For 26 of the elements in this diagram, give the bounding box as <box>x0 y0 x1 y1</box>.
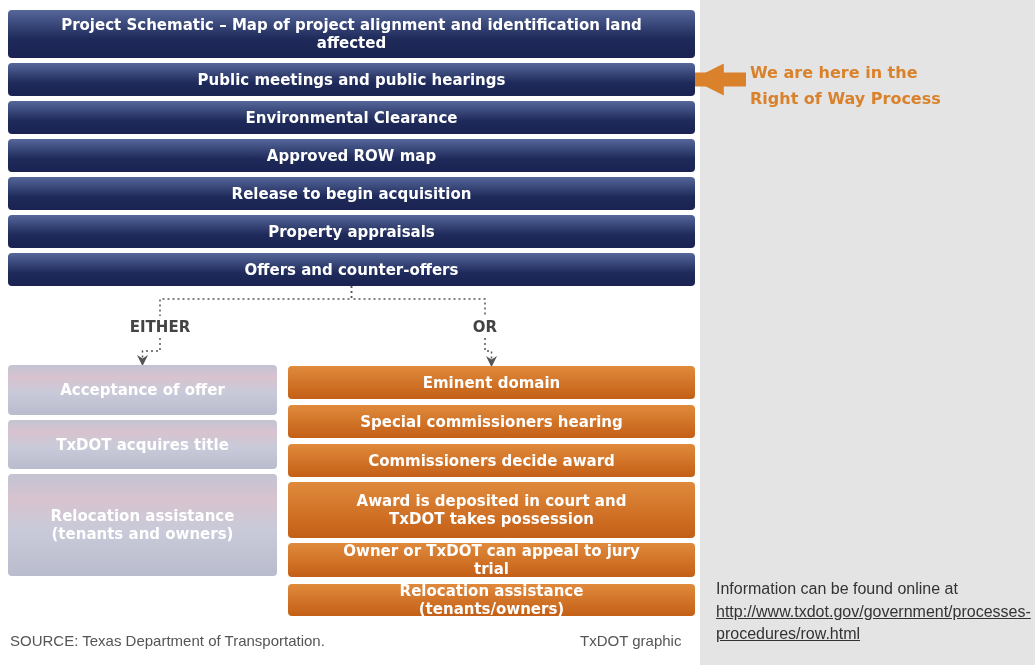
process-bar: Eminent domain <box>288 366 695 399</box>
process-bar: Approved ROW map <box>8 139 695 172</box>
process-bar: Award is deposited in court and TxDOT takes possession <box>288 482 695 538</box>
url-link: http://www.txdot.gov/government/processes-procedures/row.html <box>716 602 1031 645</box>
callout-text: We are here in the Right of Way Process <box>750 60 970 112</box>
process-bar: Project Schematic – Map of project alignment and identification land affected <box>8 10 695 58</box>
process-bar: Property appraisals <box>8 215 695 248</box>
process-bar: Relocation assistance (tenants/owners) <box>288 584 695 616</box>
process-bar: Commissioners decide award <box>288 444 695 477</box>
process-bar: TxDOT acquires title <box>8 420 277 469</box>
source-note: SOURCE: Texas Department of Transportation. <box>10 632 325 649</box>
process-bar: Environmental Clearance <box>8 101 695 134</box>
arrow <box>137 337 161 367</box>
process-bar: Special commissioners hearing <box>288 405 695 438</box>
process-bar: Acceptance of offer <box>8 365 277 415</box>
process-bar: Release to begin acquisition <box>8 177 695 210</box>
process-bar: Relocation assistance (tenants and owners) <box>8 474 277 576</box>
branch-label: OR <box>455 316 515 338</box>
process-bar: Offers and counter-offers <box>8 253 695 286</box>
process-bar: Public meetings and public hearings <box>8 63 695 96</box>
arrow <box>484 337 497 368</box>
branch-label: EITHER <box>120 316 200 338</box>
credit-note: TxDOT graphic <box>580 632 682 649</box>
connector-line <box>350 285 486 317</box>
info-text: Information can be found online at <box>716 580 958 598</box>
process-bar: Owner or TxDOT can appeal to jury trial <box>288 543 695 577</box>
